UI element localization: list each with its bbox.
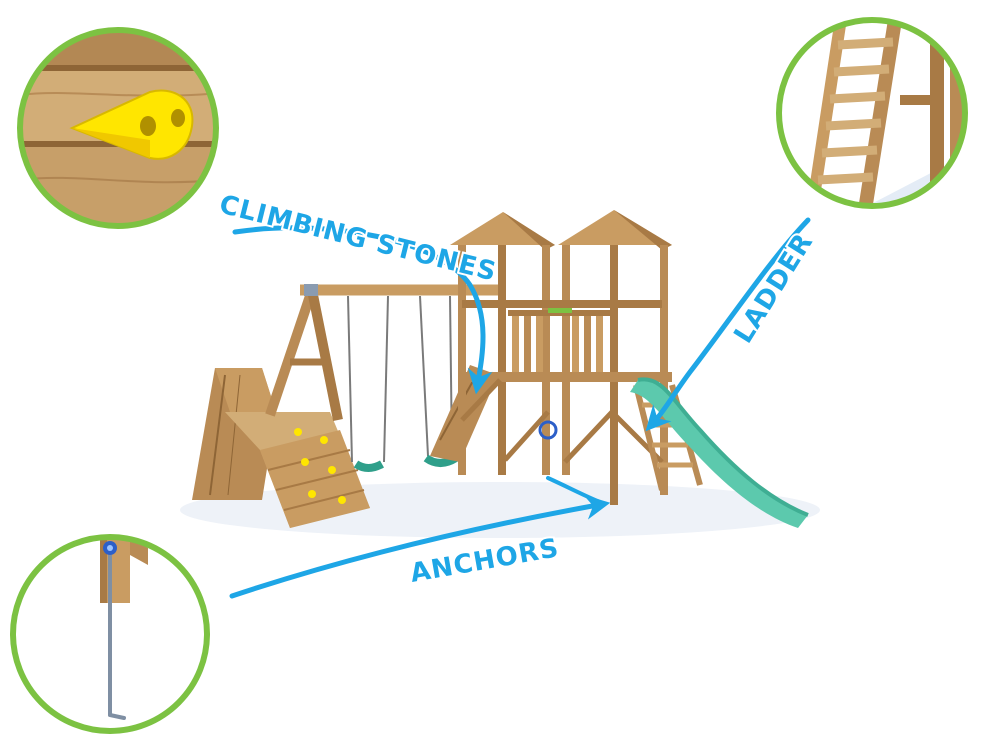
arrow-ladder bbox=[645, 217, 811, 432]
ground-anchor-icon bbox=[100, 538, 148, 720]
tower-left bbox=[450, 212, 555, 475]
climbing-stone-detail-circle bbox=[17, 27, 219, 229]
label-climbing-stones: CLIMBING STONES bbox=[216, 190, 499, 288]
ladder-detail-circle bbox=[776, 17, 968, 209]
arrow-climbing-stones bbox=[232, 225, 493, 395]
callout-arrows bbox=[229, 217, 811, 599]
playset-illustration bbox=[180, 210, 820, 538]
anchor-detail-circle bbox=[10, 534, 210, 734]
arrow-anchors-tail bbox=[546, 476, 602, 504]
railing bbox=[508, 310, 612, 372]
label-ladder: LADDER bbox=[728, 228, 819, 349]
arrow-anchors bbox=[229, 494, 611, 599]
yellow-climbing-stone-icon bbox=[69, 89, 194, 160]
climbing-ramp bbox=[192, 368, 370, 528]
slide bbox=[630, 377, 809, 528]
